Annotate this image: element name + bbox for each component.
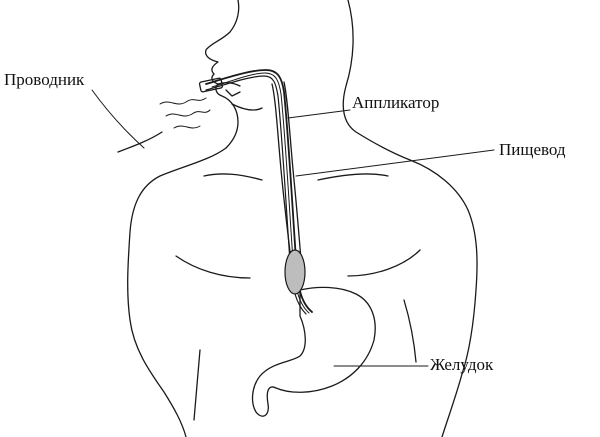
left-arm-inner (194, 350, 200, 420)
stomach (253, 287, 376, 416)
right-arm-inner (404, 300, 416, 362)
jaw (232, 104, 262, 110)
guide-squiggle-2 (166, 110, 210, 116)
left-chest (176, 256, 250, 278)
label-guide: Проводник (4, 71, 84, 88)
label-applicator: Аппликатор (352, 94, 439, 111)
right-collarbone (318, 174, 388, 180)
applicator-leader-line (288, 110, 350, 118)
guide-squiggle-3 (174, 126, 200, 128)
left-arm-contour (118, 132, 162, 152)
label-esophagus: Пищевод (499, 141, 566, 158)
right-chest (348, 250, 420, 276)
guide-leader-line (92, 90, 144, 148)
neck-right (343, 0, 410, 160)
left-collarbone (204, 174, 262, 180)
left-shoulder (128, 148, 226, 437)
right-shoulder (410, 160, 477, 437)
balloon-icon (285, 250, 305, 294)
face-profile (206, 0, 239, 148)
applicator-connector (226, 90, 240, 96)
label-stomach: Желудок (430, 356, 493, 373)
guide-squiggle-1 (160, 98, 206, 104)
